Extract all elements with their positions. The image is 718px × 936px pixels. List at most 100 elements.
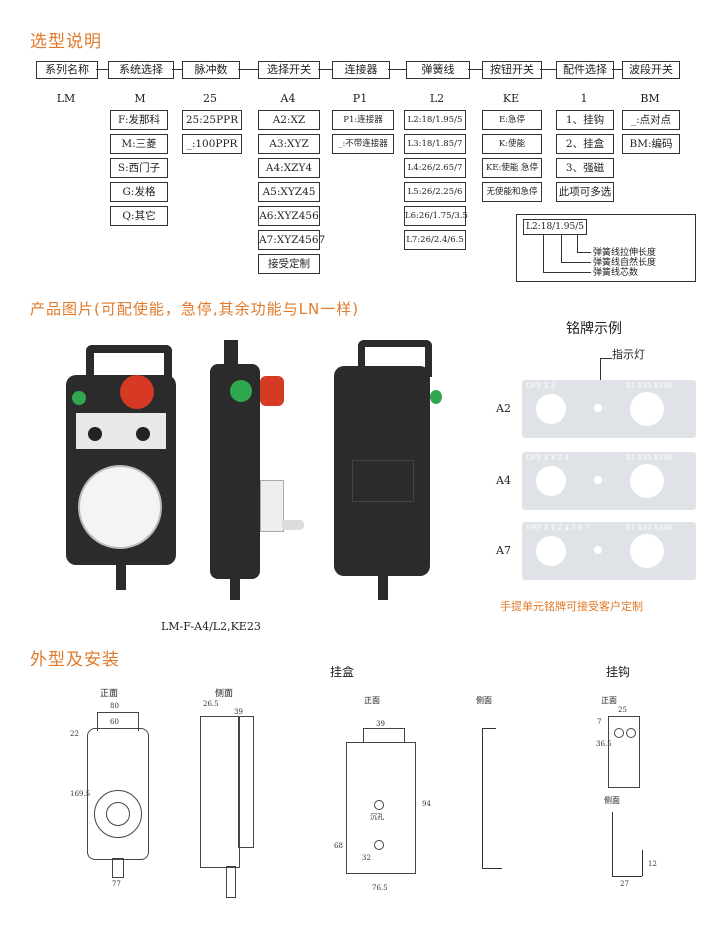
code-7: 1 [580,92,588,105]
option-cable-0: L2:18/1.95/5 [404,110,466,130]
option-cable-3: L5:26/2.25/6 [404,182,466,202]
code-3: A4 [280,92,296,105]
dim-box-w: 76.5 [372,884,388,892]
indicator-label: 指示灯 [612,348,645,361]
code-8: BM [640,92,660,105]
option-switch-6: 接受定制 [258,254,320,274]
option-system-4: Q:其它 [110,206,168,226]
dim-hook-7: 7 [597,718,602,726]
header-5: 弹簧线 [406,61,470,79]
option-system-3: G:发格 [110,182,168,202]
dim-box-h: 94 [422,800,431,808]
header-1: 系统选择 [108,61,174,79]
dim-front-w1: 80 [110,702,119,710]
option-switch-0: A2:XZ [258,110,320,130]
code-5: L2 [429,92,445,105]
option-accessory-1: 2、挂盒 [556,134,614,154]
option-accessory-0: 1、挂钩 [556,110,614,130]
cable-stretch-label: 弹簧线拉伸长度 [593,248,657,258]
header-2: 脉冲数 [182,61,240,79]
dim-front-bottom: 77 [112,880,121,888]
option-system-2: S:西门子 [110,158,168,178]
option-band-1: BM:编码 [622,134,680,154]
option-system-0: F:发那科 [110,110,168,130]
plate-marks-2: OFF X Y Z 4 5 6 7 [526,524,590,532]
plate-label-2: A7 [496,544,511,557]
cable-explain-code: L2:18/1.95/5 [523,219,587,235]
dim-front-h: 169.5 [70,790,91,798]
cable-cores-label: 弹簧线芯数 [593,268,639,278]
option-accessory-3: 此项可多选 [556,182,614,202]
code-4: P1 [352,92,368,105]
code-2: 25 [203,92,217,105]
option-switch-5: A7:XYZ4567 [258,230,325,250]
hang-hook-title: 挂钩 [606,665,631,679]
code-6: KE [502,92,520,105]
header-8: 波段开关 [622,61,680,79]
option-pulse-1: _:100PPR [182,134,242,154]
device-back-photo [334,340,444,600]
dim-hook-12: 12 [648,860,657,868]
dim-side-w1: 26.5 [203,700,219,708]
option-button-2: KE:使能 急停 [482,158,542,178]
header-0: 系列名称 [36,61,98,79]
dim-box-top: 39 [376,720,385,728]
option-switch-1: A3:XYZ [258,134,320,154]
nameplate-A7: OFF X Y Z 4 5 6 7 X1 X10 X100 [522,522,696,580]
plate-label-1: A4 [496,474,511,487]
option-button-0: E:急停 [482,110,542,130]
nameplate-title: 铭牌示例 [566,321,622,337]
outline-title: 外型及安装 [30,650,120,670]
header-3: 选择开关 [258,61,320,79]
header-6: 按钮开关 [482,61,542,79]
option-cable-1: L3:18/1.85/7 [404,134,466,154]
dim-box-68: 68 [334,842,343,850]
dim-box-hole: 沉孔 [370,813,384,821]
option-cable-2: L4:26/2.65/7 [404,158,466,178]
option-pulse-0: 25:25PPR [182,110,242,130]
option-button-3: 无使能和急停 [482,182,542,202]
plate-right-0: X1 X10 X100 [626,382,673,390]
box-front-label: 正面 [364,696,380,705]
plate-marks-1: OFF X Y Z 4 [526,454,570,462]
selection-title: 选型说明 [30,32,102,52]
hang-box-title: 挂盒 [330,665,355,679]
option-system-1: M:三菱 [110,134,168,154]
code-1: M [134,92,146,105]
plate-note: 手提单元铭牌可接受客户定制 [500,600,643,613]
plate-right-2: X1 X10 X100 [626,524,673,532]
dim-hook-w: 25 [618,706,627,714]
option-band-0: _:点对点 [622,110,680,130]
option-button-1: K:使能 [482,134,542,154]
side-view-label: 侧面 [215,689,234,699]
option-accessory-2: 3、强磁 [556,158,614,178]
cable-natural-label: 弹簧线自然长度 [593,258,657,268]
code-0: LM [56,92,76,105]
device-front-photo [66,345,176,590]
dim-box-ptr: 32 [362,854,371,862]
device-side-photo [210,340,310,600]
box-side-label: 侧面 [476,696,492,705]
product-title: 产品图片(可配使能，急停,其余功能与LN一样) [30,300,360,318]
hook-front-label: 正面 [601,696,617,705]
option-cable-4: L6:26/1.75/3.5 [404,206,468,226]
nameplate-A4: OFF X Y Z 4 X1 X10 X100 [522,452,696,510]
front-view-label: 正面 [100,689,119,699]
option-switch-4: A6:XYZ456 [258,206,320,226]
hook-side-label: 侧面 [604,796,620,805]
header-7: 配件选择 [556,61,614,79]
option-connector-1: _:不带连接器 [332,134,394,154]
dim-side-w2: 39 [234,708,243,716]
option-switch-2: A4:XZY4 [258,158,320,178]
plate-label-0: A2 [496,402,511,415]
option-connector-0: P1:连接器 [332,110,394,130]
plate-right-1: X1 X10 X100 [626,454,673,462]
header-4: 连接器 [332,61,390,79]
dim-hook-27: 27 [620,880,629,888]
option-cable-5: L7:26/2.4/6.5 [404,230,466,250]
model-caption: LM-F-A4/L2,KE23 [161,620,261,633]
dim-front-top: 22 [70,730,79,738]
cable-explain-box: L2:18/1.95/5 弹簧线拉伸长度 弹簧线自然长度 弹簧线芯数 [516,214,696,282]
dim-hook-h: 36.5 [596,740,612,748]
